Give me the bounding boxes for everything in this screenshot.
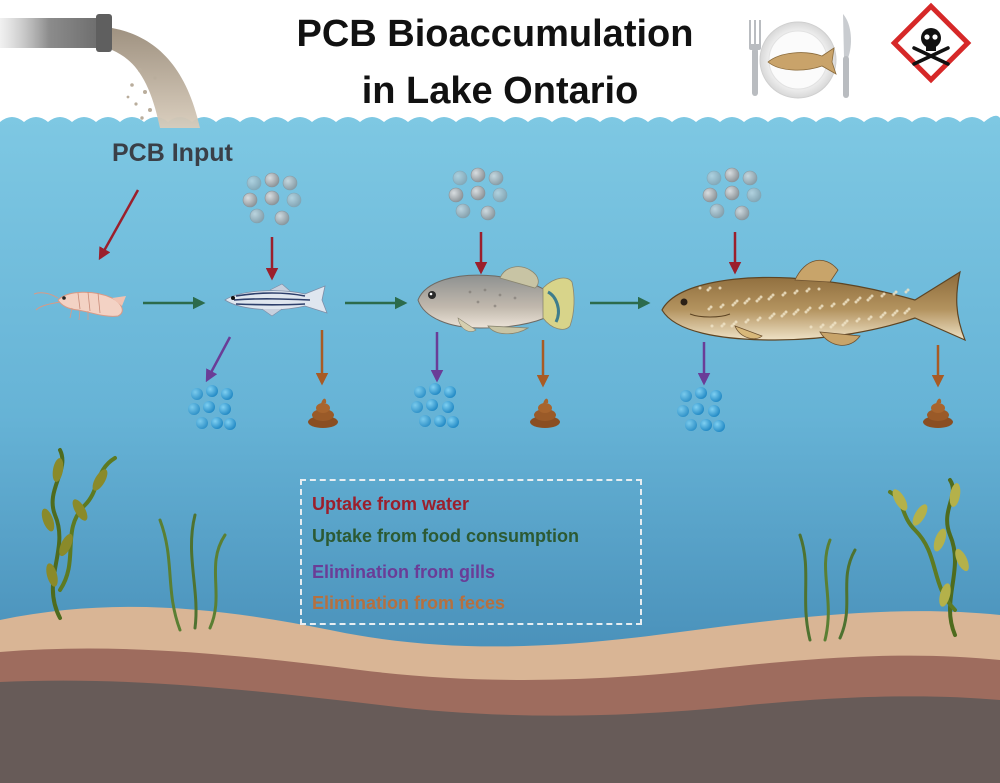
sediment-bottom-layer (0, 680, 1000, 783)
legend-uptake-water: Uptake from water (312, 494, 470, 514)
seaweed-icon (41, 448, 227, 632)
feces-icon (923, 398, 953, 428)
gill-arrow-1 (205, 336, 232, 383)
title-line-1: PCB Bioaccumulation (296, 13, 694, 55)
gill-bubbles-icon (411, 383, 459, 428)
legend-box: Uptake from water Uptake from food consu… (300, 479, 642, 625)
pipe-icon (0, 14, 200, 128)
pcb-particles-icon (242, 172, 302, 226)
knife-icon (843, 14, 851, 98)
fork-icon (749, 20, 761, 96)
legend-uptake-food: Uptake from food consumption (312, 526, 579, 546)
gill-elimination-arrows (205, 332, 711, 386)
zebrafish-icon (224, 283, 328, 317)
pcb-input-arrow (98, 189, 140, 261)
feces-icon (308, 398, 338, 428)
feces-icon (530, 398, 560, 428)
killifish-icon (417, 266, 575, 335)
title-line-2: in Lake Ontario (361, 70, 639, 112)
lake-trout-icon (661, 259, 967, 346)
legend-elimination-feces: Elimination from feces (312, 593, 506, 613)
uptake-water-arrows (98, 189, 742, 281)
seaweed-icon-right (798, 478, 969, 642)
gill-bubbles-icon (677, 387, 725, 432)
feces-elimination-arrows (315, 330, 945, 388)
gill-bubbles-icon (188, 385, 236, 430)
legend-elimination-gills: Elimination from gills (312, 562, 496, 582)
pcb-input-label: PCB Input (112, 139, 233, 167)
plate-fish-icon (749, 14, 851, 99)
pcb-particles-icon (702, 167, 762, 221)
plate-fish (767, 47, 837, 75)
shrimp-icon (33, 291, 126, 321)
toxic-hazard-icon (890, 2, 972, 84)
pcb-particles-icon (448, 167, 508, 221)
